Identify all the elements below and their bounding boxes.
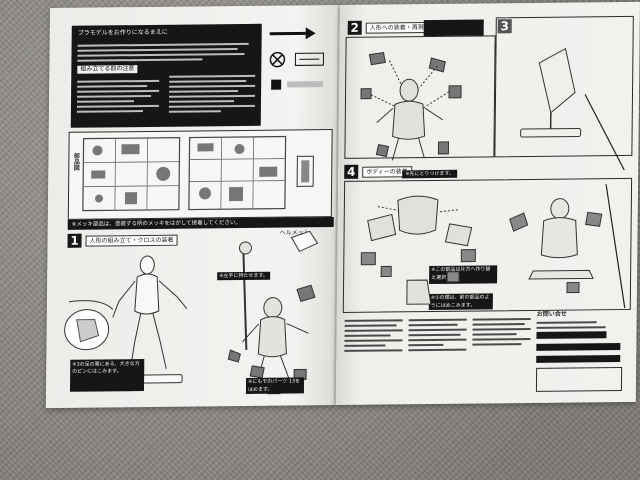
intro-header-note: プラモデルをお作りになるまえに xyxy=(77,28,168,37)
chrome-parts-banner: ※メッキ部品は、塗装する所のメッキをはがして接着してください。 xyxy=(67,217,334,230)
instruction-leaflet: プラモデルをお作りになるまえに 組み立てる前の注意 xyxy=(45,1,640,409)
pin-callout-text: ※3の足の裏にある、大きな方のピンにはこみます。 xyxy=(72,361,140,375)
step-4-drawing xyxy=(360,184,626,309)
contact-box: お問い合せ xyxy=(535,310,629,397)
chrome-parts-banner-text: ※メッキ部品は、塗装する所のメッキをはがして接着してください。 xyxy=(71,220,241,228)
parts-diagram: 部品図 xyxy=(67,129,333,220)
step-4-callout-a: ※先にとりつけます。 xyxy=(402,169,457,179)
left-page: プラモデルをお作りになるまえに 組み立てる前の注意 xyxy=(45,4,340,409)
parts-callout-text: ※にもモのパーツ 13をはめます。 xyxy=(247,378,301,393)
intro-black-box: プラモデルをお作りになるまえに 組み立てる前の注意 xyxy=(70,23,262,128)
step-2-3-drawing xyxy=(360,47,625,171)
contact-black-bar-1 xyxy=(536,331,607,339)
assembly-note-title: 組み立てる前の注意 xyxy=(77,65,138,74)
step-1-figure-drawing xyxy=(64,230,319,395)
legend-icons xyxy=(269,27,324,90)
rod-callout: ※左手に持たせます。 xyxy=(217,271,270,281)
bottom-text-col-1 xyxy=(344,316,403,355)
contact-frame xyxy=(535,367,623,392)
step-4-number: 4 xyxy=(344,164,359,179)
parts-callout: ※にもモのパーツ 13をはめます。 xyxy=(245,377,305,394)
assembly-note-lines-left xyxy=(76,77,160,116)
pin-callout: ※3の足の裏にある、大きな方のピンにはこみます。 xyxy=(69,359,145,392)
contact-lines xyxy=(536,321,623,329)
contact-box-title: お問い合せ xyxy=(536,310,567,318)
contact-black-bar-2 xyxy=(536,343,621,351)
bottom-text-col-2 xyxy=(408,316,467,355)
assembly-note-lines-right xyxy=(168,72,256,116)
contact-black-bar-3 xyxy=(536,355,621,363)
symbol-legend xyxy=(265,23,332,124)
right-page: 2 人形への装着・再現 3 4 xyxy=(335,1,640,406)
bottom-text-col-3 xyxy=(472,315,531,349)
parts-sprue-drawing xyxy=(82,135,314,212)
intro-text-lines xyxy=(77,40,255,65)
